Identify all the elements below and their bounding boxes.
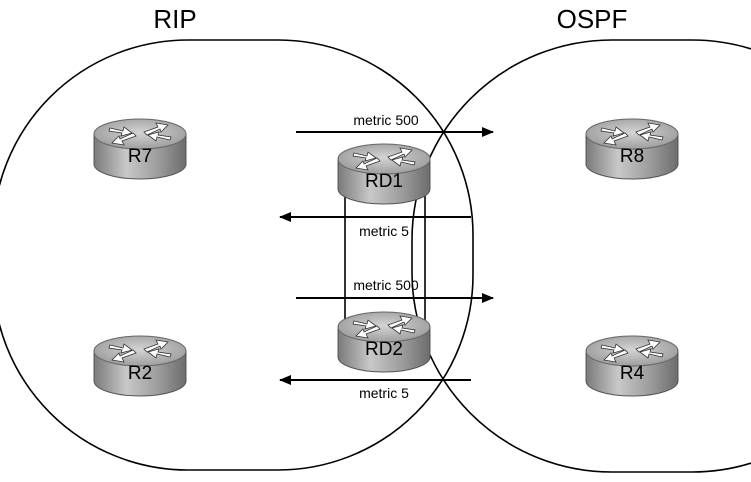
rd2-into-ospf-metric-label: metric 500: [353, 277, 419, 293]
router-arrows-icon: [108, 339, 172, 363]
router-arrows-icon: [352, 147, 416, 171]
router-label: R2: [128, 363, 152, 384]
rd1-into-rip-metric-label: metric 5: [359, 223, 409, 239]
router-arrows-icon: [600, 339, 664, 363]
router-rd2: RD2: [337, 311, 431, 373]
router-label: R4: [620, 363, 645, 384]
router-label: RD2: [365, 339, 403, 360]
router-label: R7: [128, 146, 152, 167]
ospf-domain-title: OSPF: [557, 4, 628, 34]
router-icon: [93, 335, 187, 397]
router-label: R8: [620, 146, 644, 167]
rd2-into-rip-metric-label: metric 5: [359, 385, 409, 401]
router-arrows-icon: [352, 315, 416, 339]
router-icon: [337, 311, 431, 373]
ospf-domain-boundary: [411, 39, 751, 473]
rip-domain-boundary: [0, 39, 474, 471]
router-r4: R4: [585, 335, 679, 397]
rd1-into-ospf-metric-label: metric 500: [353, 112, 419, 128]
router-r2: R2: [93, 335, 187, 397]
router-icon: [585, 118, 679, 180]
router-label: RD1: [365, 171, 403, 192]
router-arrows-icon: [108, 122, 172, 146]
router-r8: R8: [585, 118, 679, 180]
router-icon: [337, 143, 431, 205]
router-icon: [585, 335, 679, 397]
router-arrows-icon: [600, 122, 664, 146]
router-r7: R7: [93, 118, 187, 180]
rip-domain-title: RIP: [153, 4, 196, 34]
router-rd1: RD1: [337, 143, 431, 205]
router-icon: [93, 118, 187, 180]
